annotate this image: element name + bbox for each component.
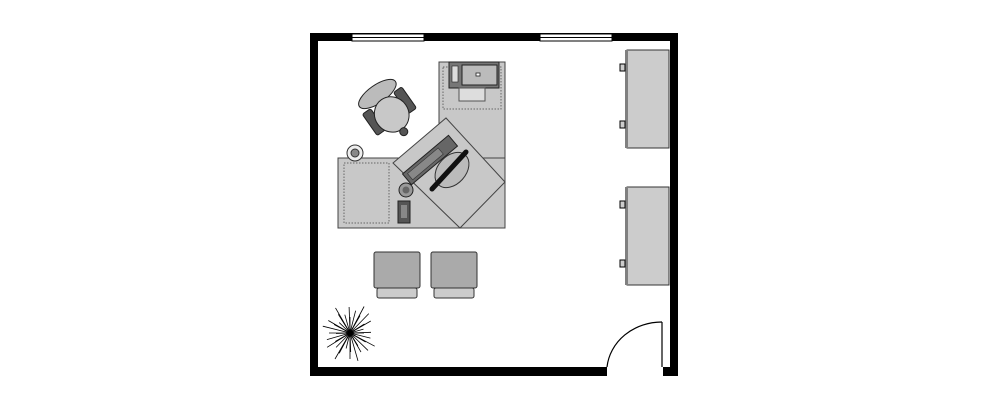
plant-leaf [334,332,351,360]
plant-leaf [349,328,364,334]
plant-leaf [328,320,351,334]
window-left [351,33,425,42]
plant-leaf [345,332,351,349]
keyboard [401,134,459,186]
plant [322,306,375,362]
plant-leaf [335,332,351,348]
plant-leaf [349,332,362,353]
plant-leaf [349,310,356,334]
door [606,321,663,368]
office-chair [358,78,417,137]
printer [448,61,500,102]
plant-leaf [335,307,351,334]
plant-leaf [344,314,351,334]
plant-leaf [349,315,361,334]
plant-leaf [349,332,369,351]
file-cabinet-1 [619,49,670,149]
window-right [539,33,613,42]
monitor [429,149,470,192]
plant-leaf [326,332,351,340]
walls [310,33,678,376]
plant-leaf [349,331,372,334]
plant-leaf [349,332,359,362]
plant-leaf [349,320,371,334]
lamp [346,144,364,162]
lounge-chair-left [373,251,421,299]
plant-leaf [349,313,370,334]
plant-leaf [335,332,351,342]
plant-leaf [338,322,351,334]
file-cabinet-2 [619,186,670,286]
plant-leaf [349,332,371,339]
lounge-chair-right [430,251,478,299]
plant-leaf [349,332,366,343]
plant-leaf [322,325,351,334]
phone [397,182,414,224]
